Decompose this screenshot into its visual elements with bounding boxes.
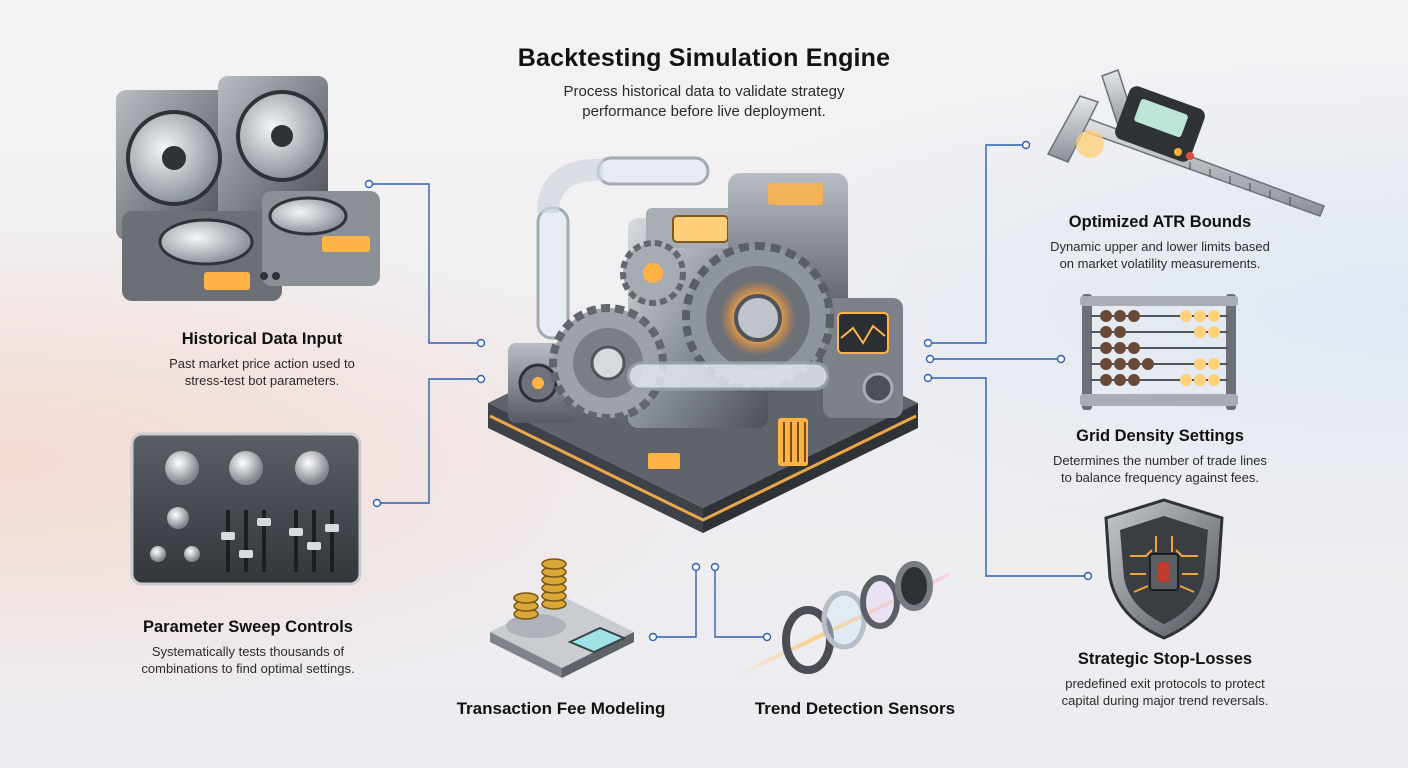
mixer-console-icon [130, 432, 362, 586]
connector-trend [714, 567, 767, 638]
grid-density-desc-2: to balance frequency against fees. [1060, 470, 1260, 485]
stop-losses-desc-2: capital during major trend reversals. [1061, 693, 1269, 708]
connector-atr [928, 144, 1026, 344]
parameter-sweep-label: Parameter Sweep Controls Systematically … [96, 618, 400, 677]
stop-losses-title: Strategic Stop-Losses [1077, 650, 1253, 668]
page-title: Backtesting Simulation Engine [517, 44, 891, 72]
lens-sensor-icon [740, 561, 950, 676]
historical-data-title: Historical Data Input [181, 330, 343, 348]
shield-icon [1104, 498, 1224, 640]
subtitle-line-2: performance before live deployment. [582, 103, 826, 120]
stop-losses-desc-1: predefined exit protocols to protect [1065, 676, 1265, 691]
historical-data-label: Historical Data Input Past market price … [112, 330, 412, 389]
gear-engine-icon [488, 156, 918, 533]
connector-fee [653, 567, 697, 638]
coin-scale-icon [490, 558, 634, 678]
historical-data-desc-2: stress-test bot parameters. [184, 373, 340, 388]
page-subtitle: Process historical data to validate stra… [454, 82, 954, 122]
connector-parameter [377, 378, 481, 504]
connector-stop [928, 377, 1088, 577]
tape-reel-icon [116, 76, 380, 301]
parameter-sweep-desc-2: combinations to find optimal settings. [141, 661, 355, 676]
transaction-fee-title: Transaction Fee Modeling [456, 699, 666, 718]
grid-density-desc-1: Determines the number of trade lines [1053, 453, 1267, 468]
connector-historical [369, 183, 481, 344]
historical-data-desc-1: Past market price action used to [169, 356, 355, 371]
parameter-sweep-desc-1: Systematically tests thousands of [151, 644, 345, 659]
subtitle-line-1: Process historical data to validate stra… [563, 83, 845, 100]
parameter-sweep-title: Parameter Sweep Controls [143, 618, 353, 636]
stop-losses-label: Strategic Stop-Losses predefined exit pr… [1024, 650, 1306, 709]
grid-density-label: Grid Density Settings Determines the num… [1020, 427, 1300, 486]
atr-bounds-desc-2: on market volatility measurements. [1059, 256, 1261, 271]
atr-bounds-label: Optimized ATR Bounds Dynamic upper and l… [1020, 213, 1300, 272]
caliper-icon [1046, 69, 1325, 217]
atr-bounds-title: Optimized ATR Bounds [1068, 213, 1252, 231]
grid-density-title: Grid Density Settings [1076, 427, 1244, 445]
atr-bounds-desc-1: Dynamic upper and lower limits based [1050, 239, 1270, 254]
trend-detection-title: Trend Detection Sensors [754, 699, 956, 718]
abacus-icon [1080, 294, 1238, 410]
